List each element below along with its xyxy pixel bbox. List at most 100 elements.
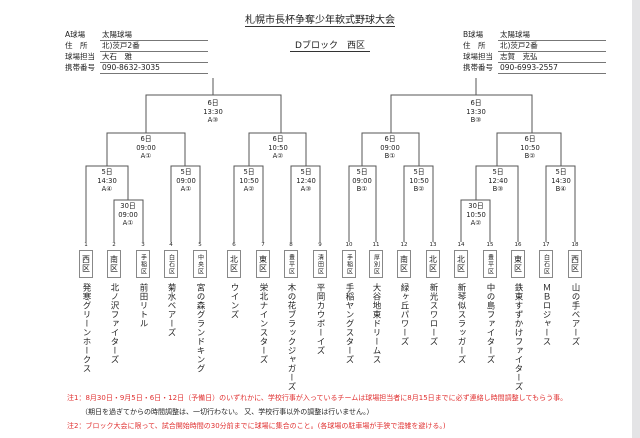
team-name: 発寒グリーンホークス bbox=[81, 283, 91, 373]
team-number: 10 bbox=[345, 242, 353, 248]
info-label: B球場 bbox=[463, 30, 484, 39]
match-time: 14:30 bbox=[97, 176, 117, 185]
match-time: 12:40 bbox=[296, 176, 316, 185]
match-venue-slot: A③ bbox=[207, 116, 219, 124]
match-venue-slot: B① bbox=[356, 185, 368, 193]
match-date: 6日 bbox=[272, 135, 284, 143]
info-value: 090-6993-2557 bbox=[498, 63, 606, 74]
team-name: ウインズ bbox=[229, 283, 239, 319]
match-date: 6日 bbox=[384, 135, 396, 143]
team-name: 前田リトル bbox=[138, 283, 148, 328]
match-time: 13:30 bbox=[203, 107, 223, 116]
district-box: 白石区 bbox=[164, 250, 178, 278]
district-box: 南区 bbox=[107, 250, 121, 278]
info-row: 住 所北)茨戸2番 bbox=[65, 41, 208, 52]
match-date: 5日 bbox=[101, 168, 113, 176]
district-box: 東区 bbox=[511, 250, 525, 278]
team-number: 15 bbox=[486, 242, 494, 248]
district-box: 西区 bbox=[79, 250, 93, 278]
match-date: 6日 bbox=[207, 99, 219, 107]
info-label: 球場担当 bbox=[65, 52, 95, 61]
team-number: 11 bbox=[372, 242, 380, 248]
team-name: 大谷地東ドリームス bbox=[371, 283, 381, 364]
district-box: 南区 bbox=[397, 250, 411, 278]
team-name: 鉄東すずかけファイターズ bbox=[513, 283, 523, 391]
team-name: 中の島ファイターズ bbox=[485, 283, 495, 364]
team-name: ＭＢロジャース bbox=[541, 283, 551, 346]
match-time: 10:50 bbox=[520, 143, 540, 152]
team-name: 新琴似スラッガーズ bbox=[456, 283, 466, 364]
team-number: 14 bbox=[457, 242, 465, 248]
team-name: 新光スワローズ bbox=[428, 283, 438, 346]
match-date: 6日 bbox=[524, 135, 536, 143]
note-1-sub: （期日を過ぎてからの時間調整は、一切行わない。 又、学校行事以外の調整は行いませ… bbox=[81, 408, 374, 416]
district-box: 中央区 bbox=[193, 250, 207, 278]
info-label: 住 所 bbox=[65, 41, 88, 50]
match-venue-slot: A① bbox=[140, 152, 152, 160]
team-number: 17 bbox=[542, 242, 550, 248]
match-time: 10:50 bbox=[466, 210, 486, 219]
notes: 注1：8月30日・9月5日・6日・12日（予備日）のいずれかに、学校行事が入って… bbox=[67, 391, 567, 433]
team-number: 13 bbox=[429, 242, 437, 248]
team-number: 3 bbox=[141, 242, 145, 248]
match-time: 12:40 bbox=[488, 176, 508, 185]
team-number: 9 bbox=[318, 242, 322, 248]
team-name: 手稲ヤングスターズ bbox=[344, 283, 354, 364]
info-row: 携帯番号 090-8632-3035 bbox=[65, 63, 208, 74]
match-date: 5日 bbox=[300, 168, 312, 176]
match-date: 30日 bbox=[468, 202, 484, 210]
match-time: 09:00 bbox=[352, 176, 372, 185]
team-number: 7 bbox=[261, 242, 265, 248]
match-time: 10:50 bbox=[409, 176, 429, 185]
match-time: 10:50 bbox=[268, 143, 288, 152]
team-name: 菊水ベアーズ bbox=[166, 283, 176, 337]
info-value: 090-8632-3035 bbox=[100, 63, 208, 74]
tournament-title: 札幌市長杯争奪少年軟式野球大会 bbox=[245, 15, 395, 27]
team-name: 木の花ブラックジャガーズ bbox=[286, 283, 296, 391]
match-venue-slot: A① bbox=[122, 219, 134, 227]
info-label: 携帯番号 bbox=[65, 63, 95, 72]
district-box: 手稲区 bbox=[342, 250, 356, 278]
team-name: 平岡カウボーイズ bbox=[315, 283, 325, 355]
match-date: 6日 bbox=[470, 99, 482, 107]
match-venue-slot: A② bbox=[243, 185, 255, 193]
note-2: 注2：ブロック大会に限って、試合開始時間の30分前までに球場に集合のこと。(各球… bbox=[67, 422, 446, 430]
match-venue-slot: A② bbox=[272, 152, 284, 160]
match-venue-slot: B③ bbox=[470, 116, 482, 124]
match-venue-slot: A③ bbox=[300, 185, 312, 193]
match-date: 5日 bbox=[492, 168, 504, 176]
district-box: 清田区 bbox=[313, 250, 327, 278]
team-number: 5 bbox=[198, 242, 202, 248]
note-1: 注1：8月30日・9月5日・6日・12日（予備日）のいずれかに、学校行事が入って… bbox=[67, 394, 568, 402]
match-time: 10:50 bbox=[239, 176, 259, 185]
info-value: 北)茨戸2番 bbox=[498, 41, 606, 52]
info-value: 太陽球場 bbox=[100, 30, 208, 41]
match-venue-slot: B③ bbox=[492, 185, 504, 193]
match-date: 6日 bbox=[140, 135, 152, 143]
team-number: 4 bbox=[169, 242, 173, 248]
district-box: 北区 bbox=[454, 250, 468, 278]
info-row: A球場 太陽球場 bbox=[65, 30, 208, 41]
match-time: 09:00 bbox=[176, 176, 196, 185]
match-venue-slot: B① bbox=[384, 152, 396, 160]
info-row: 球場担当大石 雅 bbox=[65, 52, 208, 63]
match-time: 09:00 bbox=[118, 210, 138, 219]
district-box: 豊平区 bbox=[284, 250, 298, 278]
info-label: A球場 bbox=[65, 30, 86, 39]
match-venue-slot: A① bbox=[180, 185, 192, 193]
block-label: Dブロック 西区 bbox=[290, 38, 370, 52]
team-name: 山の手ベアーズ bbox=[570, 283, 580, 346]
match-date: 5日 bbox=[243, 168, 255, 176]
